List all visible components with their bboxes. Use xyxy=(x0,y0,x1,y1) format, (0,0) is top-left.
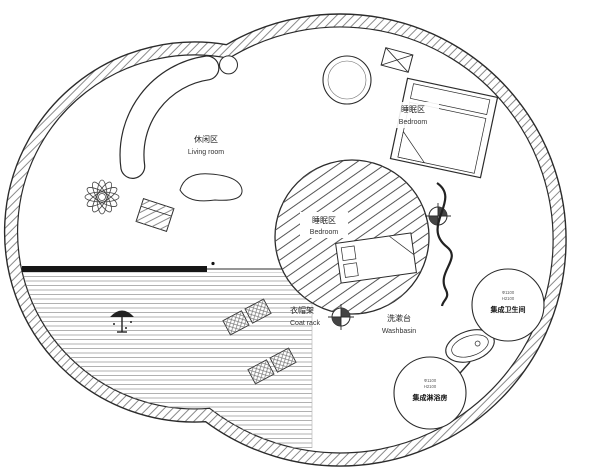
round-table xyxy=(322,55,372,105)
bedroom-core-label-en: Bedroom xyxy=(310,229,339,236)
shower-pod-spec-2: H2100 xyxy=(424,384,437,389)
parasol-icon xyxy=(110,310,134,333)
coat-rack-unit-2 xyxy=(247,347,297,385)
outer-wall xyxy=(3,13,567,467)
partition-wall xyxy=(22,261,312,272)
bedroom-core: 睡眠区 Bedroom xyxy=(274,159,430,315)
bedroom-core-label-bg xyxy=(300,212,348,238)
shower-pod-spec-1: Φ1100 xyxy=(424,378,437,383)
shower-pod-label: 集成淋浴房 xyxy=(412,393,448,402)
coat-rack-label-zh: 衣帽架 xyxy=(290,305,314,315)
bed-upper-pillow xyxy=(410,83,491,116)
top-items xyxy=(322,47,414,105)
vent-box xyxy=(380,47,414,73)
coat-rack-label-en: Coat rack xyxy=(290,320,320,327)
bedroom-core-label-zh: 睡眠区 xyxy=(312,216,336,225)
door-pivot-dot xyxy=(211,261,215,266)
round-table-inner xyxy=(327,60,367,100)
lounge-chair xyxy=(135,198,175,232)
bathroom-pod-label: 集成卫生间 xyxy=(490,305,526,314)
bed-core-pillow-2 xyxy=(343,262,359,278)
curved-sofa xyxy=(119,55,220,179)
wall-outline-outer xyxy=(3,13,567,467)
coat-rack-zone xyxy=(222,298,297,385)
bedroom-upper-label-zh: 睡眠区 xyxy=(401,105,425,114)
coffee-table xyxy=(179,173,243,202)
washbasin-label-zh: 洗漱台 xyxy=(387,313,411,323)
bed-upper-label-bg xyxy=(387,102,439,128)
plant xyxy=(84,179,120,215)
washbasin-drain xyxy=(474,340,481,347)
partition-wall-solid xyxy=(22,266,207,272)
bed-core xyxy=(335,232,417,284)
living-room-label-zh: 休闲区 xyxy=(194,134,218,144)
bedroom-upper-label-en: Bedroom xyxy=(399,119,428,126)
bed-upper-fold xyxy=(397,130,426,164)
living-room-zone xyxy=(84,55,243,232)
bathroom-pod-spec-1: Φ1100 xyxy=(502,290,515,295)
wall-outline-inner xyxy=(17,26,554,454)
bathroom-pod: Φ1100 H2100 集成卫生间 xyxy=(471,268,545,342)
bed-upper-duvet xyxy=(397,101,487,174)
column-symbol-bottom xyxy=(328,304,354,330)
bed-core-pillow-1 xyxy=(340,245,357,262)
sofa-side-table xyxy=(219,55,238,75)
bed-core-fold xyxy=(388,235,415,255)
living-room-label-en: Living room xyxy=(188,149,224,156)
bathroom-pod-spec-2: H2100 xyxy=(502,296,515,301)
washbasin-label-en: Washbasin xyxy=(382,328,416,335)
coat-rack-unit-1 xyxy=(222,298,272,336)
shower-pod: Φ1100 H2100 集成淋浴房 xyxy=(393,356,467,430)
wavy-wall xyxy=(436,182,453,307)
